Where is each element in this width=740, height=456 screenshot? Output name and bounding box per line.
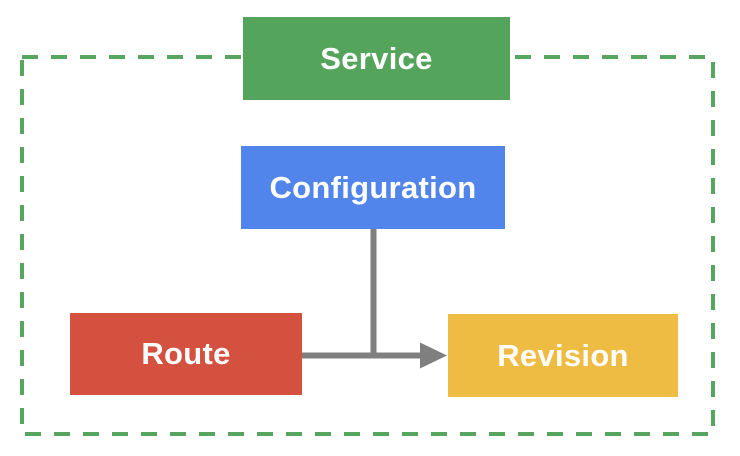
arrowhead-icon [420, 342, 447, 369]
node-service: Service [243, 17, 510, 100]
node-route-label: Route [141, 336, 231, 371]
node-service-label: Service [320, 40, 433, 76]
node-revision: Revision [448, 314, 678, 397]
node-configuration-label: Configuration [269, 169, 477, 205]
node-configuration: Configuration [241, 146, 505, 229]
boundary-dashed-border [20, 55, 715, 436]
node-revision-label: Revision [497, 337, 629, 373]
node-route: Route [70, 313, 302, 395]
